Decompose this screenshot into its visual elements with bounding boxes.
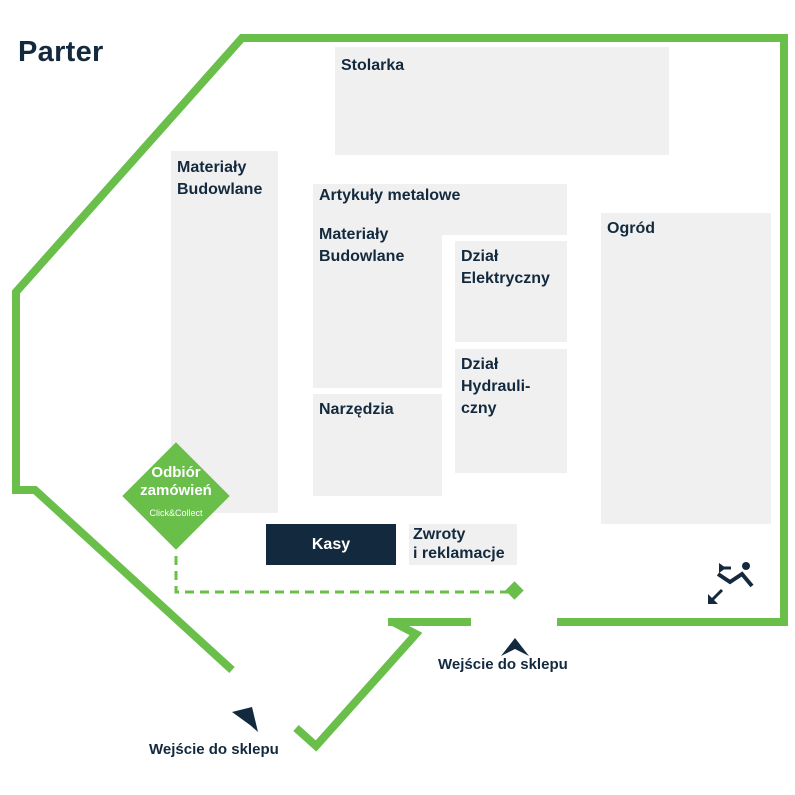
zone-narzedzia[interactable]: Narzędzia bbox=[313, 394, 442, 496]
zone-stolarka[interactable]: Stolarka bbox=[335, 47, 669, 155]
entrance-label-left: Wejście do sklepu bbox=[149, 741, 279, 758]
zone-dzial-hydrauliczny[interactable]: Dział Hydrauli- czny bbox=[455, 349, 567, 473]
store-outer-wall bbox=[12, 34, 788, 673]
zone-materialy-center[interactable]: Materiały Budowlane bbox=[313, 219, 442, 388]
entrance-label-right: Wejście do sklepu bbox=[438, 656, 568, 673]
pickup-point-title: Odbiór zamówień bbox=[140, 464, 212, 499]
floor-title: Parter bbox=[18, 36, 104, 68]
path-end-marker bbox=[505, 581, 524, 600]
entrance-arrow-icon bbox=[232, 707, 258, 732]
zone-label-narzedzia: Narzędzia bbox=[319, 401, 394, 418]
pickup-point-subtitle: Click&Collect bbox=[149, 508, 203, 518]
checkout-label: Kasy bbox=[311, 535, 351, 553]
zone-label-dzial-hydrauliczny: Dział Hydrauli- czny bbox=[461, 356, 531, 417]
zone-label-materialy-left: Materiały Budowlane bbox=[177, 159, 263, 198]
entrance-arrow-icon bbox=[501, 638, 529, 656]
zone-label-ogrod: Ogród bbox=[607, 220, 655, 237]
zone-label-zwroty: Zwroty i reklamacje bbox=[413, 526, 505, 562]
zone-materialy-left[interactable]: Materiały Budowlane bbox=[171, 151, 278, 513]
zone-label-stolarka: Stolarka bbox=[341, 57, 405, 74]
escalator-icon bbox=[708, 562, 754, 604]
zone-ogrod[interactable]: Ogród bbox=[601, 213, 771, 524]
checkout-area[interactable]: Kasy bbox=[266, 524, 396, 565]
pickup-dashed-path bbox=[174, 556, 512, 594]
zone-zwroty[interactable]: Zwroty i reklamacje bbox=[409, 524, 517, 565]
store-entrance-wall bbox=[293, 618, 423, 752]
zone-label-dzial-elektryczny: Dział Elektryczny bbox=[461, 248, 550, 287]
zone-dzial-elektryczny[interactable]: Dział Elektryczny bbox=[455, 241, 567, 342]
zone-label-artykuly-metalowe: Artykuły metalowe bbox=[319, 187, 461, 204]
pickup-point-text: Odbiór zamówień Click&Collect bbox=[122, 464, 230, 518]
zone-label-materialy-center: Materiały Budowlane bbox=[319, 226, 405, 265]
